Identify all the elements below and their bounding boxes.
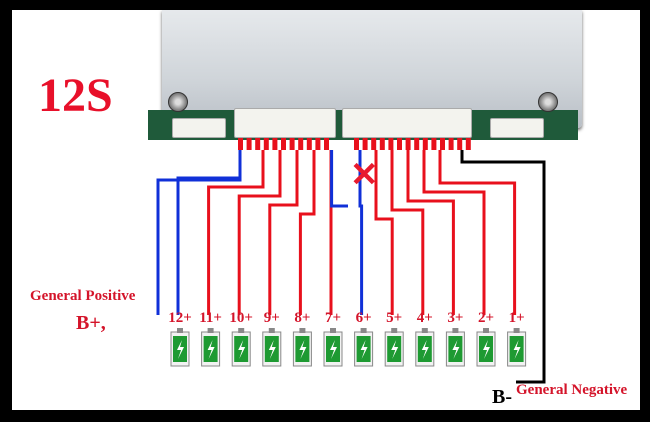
connector-pin xyxy=(354,138,359,150)
do-not-connect-cross: ✕ xyxy=(350,156,379,194)
charge-bolt-icon xyxy=(391,340,399,359)
charge-bolt-icon xyxy=(268,340,276,359)
connector-small-left xyxy=(172,118,226,138)
battery-terminal xyxy=(483,328,489,333)
balance-wire-5 xyxy=(374,150,394,315)
connector-pin xyxy=(422,138,428,150)
connector-pin xyxy=(457,138,463,150)
balance-wire-4 xyxy=(390,150,425,315)
connector-pin xyxy=(397,138,402,150)
battery-terminal xyxy=(421,328,428,333)
charge-bolt-icon xyxy=(483,340,490,359)
connector-balance-right xyxy=(342,108,472,138)
general-positive-wire xyxy=(156,150,242,315)
connector-pin xyxy=(414,138,420,150)
general-positive-label: General Positive xyxy=(30,288,136,304)
charge-bolt-icon xyxy=(360,340,368,359)
battery-terminal xyxy=(238,328,245,333)
connector-pin xyxy=(255,138,261,150)
b-plus-label: B+, xyxy=(76,312,106,334)
balance-wire-8 xyxy=(298,150,316,315)
connector-pin xyxy=(431,138,437,150)
charge-bolt-icon xyxy=(299,340,307,359)
connector-pin xyxy=(246,138,252,150)
connector-pin xyxy=(448,138,454,150)
connector-pin xyxy=(405,138,411,150)
battery-terminal xyxy=(177,328,183,333)
connector-pin xyxy=(388,138,394,150)
charge-bolt-icon xyxy=(207,340,215,359)
screw-left xyxy=(168,92,188,112)
connector-pin xyxy=(281,138,286,150)
balance-wire-2 xyxy=(422,150,486,315)
balance-wire-6 xyxy=(358,150,364,315)
b-minus-label: B- xyxy=(492,386,512,408)
battery-terminal xyxy=(268,328,275,333)
balance-wire-1 xyxy=(438,150,517,315)
connector-pin xyxy=(324,138,329,150)
connector-pin xyxy=(306,138,312,150)
cell-label: 1+ xyxy=(508,310,525,326)
connector-pin xyxy=(272,138,278,150)
general-negative-wire xyxy=(460,150,546,384)
cell-label: 9+ xyxy=(263,310,280,326)
charge-bolt-icon xyxy=(177,340,184,359)
connector-balance-left xyxy=(234,108,336,138)
balance-wire-3 xyxy=(406,150,455,315)
cell-label: 11+ xyxy=(199,310,222,326)
charge-bolt-icon xyxy=(330,340,337,359)
connector-pin xyxy=(238,138,243,150)
cell-label: 3+ xyxy=(447,310,464,326)
charge-bolt-icon xyxy=(452,340,460,359)
battery-terminal xyxy=(299,328,306,333)
cell-label: 12+ xyxy=(168,310,192,326)
charge-bolt-icon xyxy=(421,340,429,359)
battery-terminal xyxy=(207,328,214,333)
connector-pin xyxy=(298,138,304,150)
general-negative-label: General Negative xyxy=(516,382,628,398)
battery-terminal xyxy=(391,328,398,333)
connector-pin xyxy=(315,138,321,150)
battery-terminal xyxy=(360,328,367,333)
balance-wire-10 xyxy=(237,150,282,315)
connector-small-right xyxy=(490,118,544,138)
battery-terminal xyxy=(513,328,520,333)
cell-label: 10+ xyxy=(229,310,253,326)
cell-label: 5+ xyxy=(386,310,403,326)
cell-label: 7+ xyxy=(324,310,342,326)
connector-pin xyxy=(289,138,295,150)
title-12s: 12S xyxy=(38,69,113,122)
connector-pin xyxy=(263,138,269,150)
charge-bolt-icon xyxy=(238,340,246,359)
battery-terminal xyxy=(330,328,336,333)
connector-pin xyxy=(440,138,445,150)
screw-right xyxy=(538,92,558,112)
connector-pin xyxy=(362,138,368,150)
balance-wire-6b xyxy=(330,150,348,208)
wiring-diagram: 12S ✕ General Positive B+, B- General Ne… xyxy=(12,10,640,410)
cell-label: 4+ xyxy=(416,310,433,326)
connector-pin xyxy=(379,138,385,150)
cell-label: 6+ xyxy=(355,310,372,326)
battery-terminal xyxy=(452,328,459,333)
cell-label: 8+ xyxy=(294,310,311,326)
balance-wire-11 xyxy=(207,150,265,315)
balance-wire-9 xyxy=(268,150,299,315)
connector-pin xyxy=(371,138,377,150)
connector-pin xyxy=(465,138,471,150)
cell-label: 2+ xyxy=(477,310,495,326)
charge-bolt-icon xyxy=(513,340,521,359)
wire-layer xyxy=(156,138,546,384)
